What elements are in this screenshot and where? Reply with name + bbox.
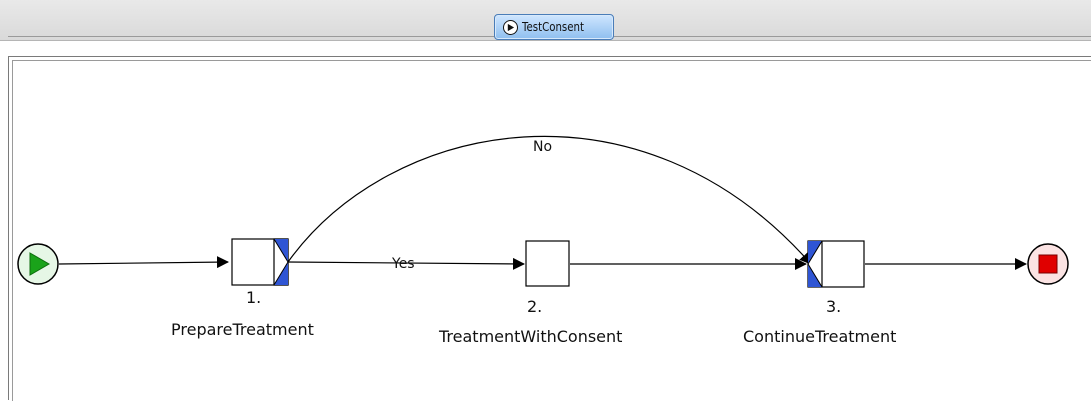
edge-prepare-to-continue-no[interactable]	[287, 135, 812, 265]
play-icon	[29, 252, 50, 276]
task-1-number: 1.	[246, 288, 261, 307]
process-tab[interactable]: TestConsent	[494, 14, 614, 40]
end-event[interactable]	[1027, 243, 1069, 285]
task-2-name: TreatmentWithConsent	[438, 327, 622, 346]
diagram-canvas[interactable]	[12, 60, 1091, 401]
edge-label-no: No	[533, 139, 552, 155]
start-event[interactable]	[17, 243, 59, 285]
task-1-name: PrepareTreatment	[171, 320, 314, 339]
editor-toolbar: TestConsent	[0, 0, 1091, 41]
task-2-number: 2.	[527, 297, 542, 316]
edge-label-yes: Yes	[391, 256, 415, 272]
task-treatment-with-consent[interactable]	[525, 240, 570, 287]
join-marker-icon	[808, 241, 822, 287]
process-tab-label: TestConsent	[522, 20, 584, 34]
canvas-frame	[8, 56, 1091, 400]
task-3-name: ContinueTreatment	[743, 327, 896, 346]
task-continue-treatment[interactable]	[807, 240, 865, 288]
edge-prepare-to-treatment-yes[interactable]	[287, 257, 525, 270]
split-marker-icon	[274, 239, 288, 285]
stop-icon	[1038, 254, 1058, 274]
task-3-number: 3.	[826, 297, 841, 316]
edge-start-to-prepare[interactable]	[58, 256, 229, 269]
task-prepare-treatment[interactable]	[231, 238, 289, 286]
play-circle-icon	[503, 19, 518, 35]
